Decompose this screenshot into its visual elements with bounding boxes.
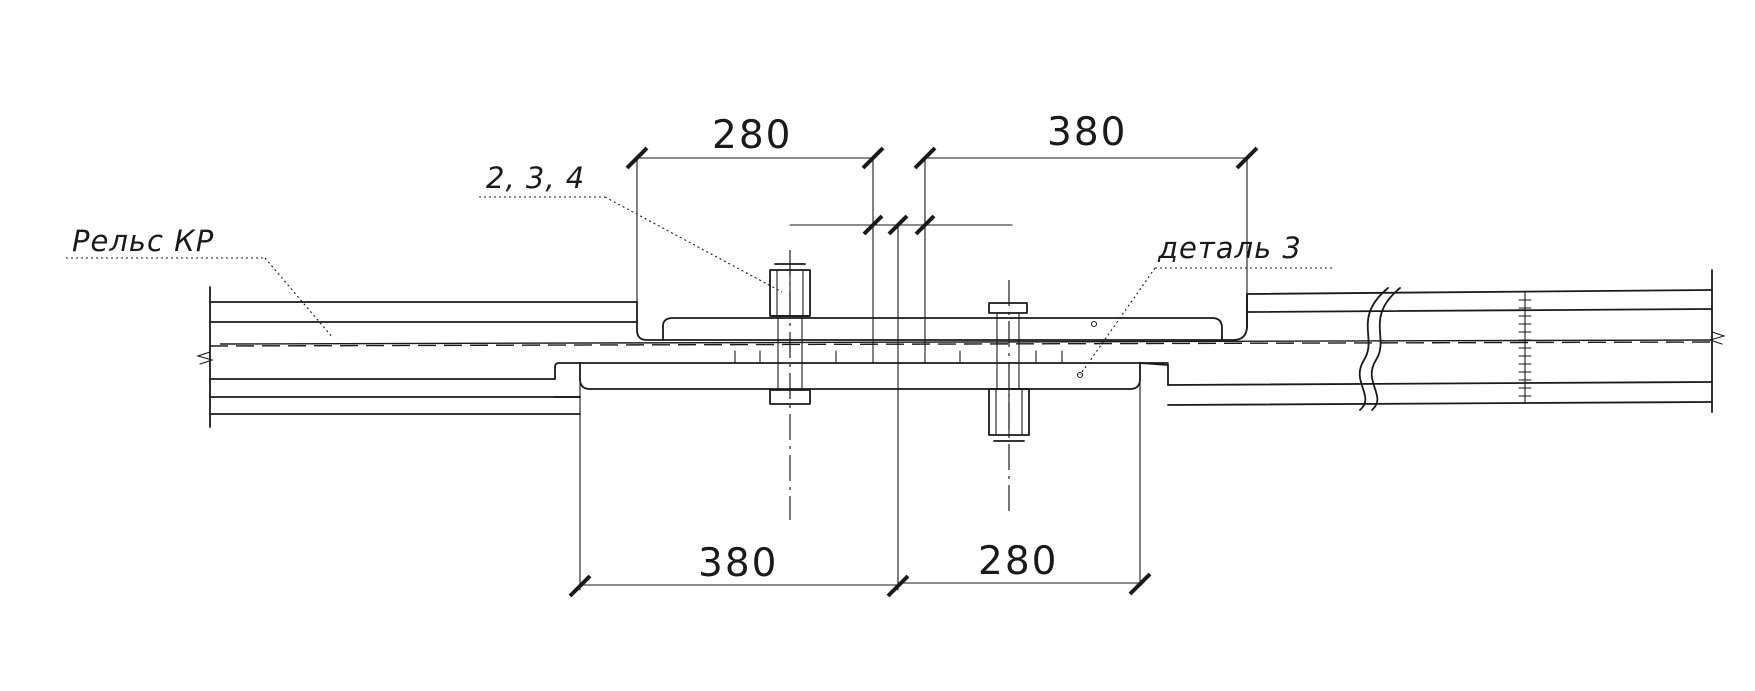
- bolt-left: [769, 250, 811, 520]
- tick-mark: [914, 214, 936, 236]
- bolt-right: [988, 280, 1030, 512]
- tick-mark: [862, 214, 884, 236]
- tick-mark: [913, 146, 937, 170]
- tick-mark: [568, 574, 592, 598]
- tick-mark: [1235, 146, 1259, 170]
- label-rail: Рельс КР: [72, 224, 214, 258]
- label-items: 2, 3, 4: [486, 161, 585, 195]
- dim-top-right: 380: [1047, 110, 1127, 155]
- centre-lines: [209, 339, 1713, 347]
- leaders: [66, 196, 1333, 376]
- dim-bottom-left: 380: [698, 541, 778, 586]
- bottom-dimensions: [568, 379, 1152, 598]
- top-dimensions: [625, 146, 1259, 303]
- rail-left: [196, 286, 638, 428]
- tick-mark: [1128, 572, 1152, 596]
- tick-mark: [886, 574, 910, 598]
- lower-joint-plate: [579, 362, 1169, 390]
- tick-mark: [861, 146, 885, 170]
- label-detail: деталь 3: [1157, 231, 1302, 265]
- tick-mark: [625, 146, 649, 170]
- dim-top-left: 280: [712, 113, 792, 158]
- upper-joint-plate: [636, 293, 1248, 379]
- tick-mark: [887, 214, 909, 236]
- dim-bottom-right: 280: [978, 539, 1058, 584]
- rail-ends: [734, 159, 1063, 591]
